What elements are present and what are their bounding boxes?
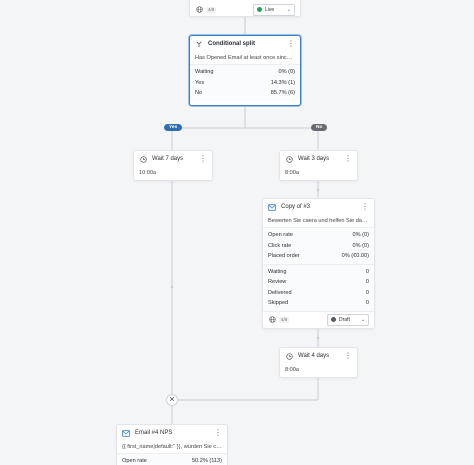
split-condition: Has Opened Email at least once since sta… [195, 55, 300, 61]
email-subject: {{ first_name|default:'' }}, würden Sie … [122, 444, 227, 450]
node-title: Copy of #3 [281, 204, 311, 210]
more-options-icon[interactable]: ⋮ [344, 351, 352, 360]
more-options-icon[interactable]: ⋮ [199, 154, 207, 163]
split-icon [195, 40, 203, 48]
draft-status-dot [331, 317, 336, 322]
merge-join-node[interactable] [166, 394, 178, 406]
wait-3-days-node[interactable]: Wait 3 days ⋮ 8:00a [279, 150, 358, 181]
node-title: Email #4 NPS [135, 430, 173, 436]
wait-time: 8:00a [285, 170, 299, 176]
merge-icon [169, 396, 175, 404]
live-status-dot [257, 7, 262, 12]
wait-4-days-node[interactable]: Wait 4 days ⋮ 8:00a [279, 347, 358, 378]
node-title: Wait 7 days [152, 156, 184, 162]
more-options-icon[interactable]: ⋮ [214, 428, 222, 437]
status-label: Live [265, 6, 275, 13]
node-title: Wait 4 days [298, 353, 330, 359]
wait-7-days-node[interactable]: Wait 7 days ⋮ 10:00a [133, 150, 213, 181]
version-pill: 4/8 [206, 6, 217, 13]
email-icon [122, 429, 130, 437]
wait-time: 8:00a [285, 367, 299, 373]
clock-icon [139, 155, 147, 163]
globe-icon [268, 316, 276, 324]
wait-time: 10:00a [139, 170, 157, 176]
status-select[interactable]: Draft ⌄ [327, 313, 369, 326]
node-title: Wait 3 days [298, 156, 330, 162]
version-pill: 4/8 [279, 316, 290, 323]
top-email-node[interactable]: 4/8 Live ⌄ [189, 0, 301, 17]
chevron-down-icon: ⌄ [360, 316, 365, 323]
yes-branch-tag: Yes [164, 124, 183, 131]
email-subject: Bewerten Sie caera und helfen Sie damit … [268, 218, 374, 224]
node-title: Conditional split [208, 41, 255, 47]
globe-icon [195, 6, 203, 14]
clock-icon [285, 155, 293, 163]
more-options-icon[interactable]: ⋮ [287, 39, 295, 48]
status-select[interactable]: Live ⌄ [253, 3, 295, 16]
conditional-split-node[interactable]: Conditional split ⋮ Has Opened Email at … [189, 35, 301, 106]
email-copy-node[interactable]: Copy of #3 ⋮ Bewerten Sie caera und helf… [262, 198, 375, 329]
email-nps-node[interactable]: Email #4 NPS ⋮ {{ first_name|default:'' … [116, 424, 228, 465]
email-icon [268, 203, 276, 211]
more-options-icon[interactable]: ⋮ [361, 202, 369, 211]
no-branch-tag: No [311, 124, 328, 131]
clock-icon [285, 352, 293, 360]
more-options-icon[interactable]: ⋮ [344, 154, 352, 163]
status-label: Draft [339, 316, 350, 323]
chevron-down-icon: ⌄ [286, 6, 291, 13]
